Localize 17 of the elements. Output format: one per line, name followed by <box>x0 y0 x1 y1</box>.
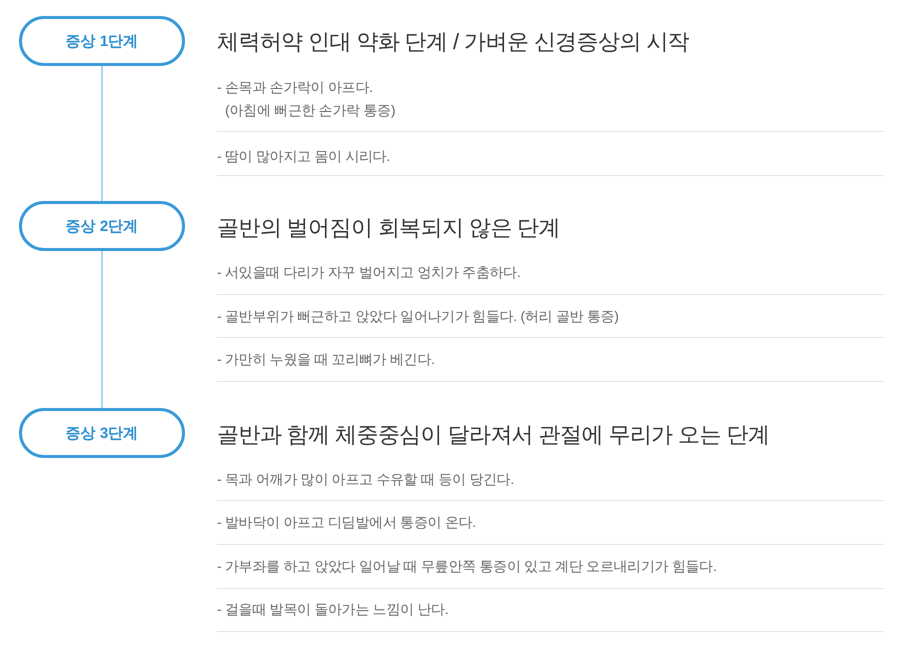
stage-pill: 증상 3단계 <box>19 408 185 458</box>
stage-heading: 체력허약 인대 약화 단계 / 가벼운 신경증상의 시작 <box>217 28 690 56</box>
stage-heading: 골반의 벌어짐이 회복되지 않은 단계 <box>217 214 560 242</box>
list-item: - 서있을때 다리가 자꾸 벌어지고 엉치가 주춤하다. <box>217 263 520 282</box>
list-item: - 가부좌를 하고 앉았다 일어날 때 무릎안쪽 통증이 있고 계단 오르내리기가 힘들다. <box>217 557 717 576</box>
list-item: - 걸을때 발목이 돌아가는 느낌이 난다. <box>217 600 448 619</box>
stage-pill: 증상 2단계 <box>19 201 185 251</box>
list-item: - 손목과 손가락이 아프다. (아침에 뻐근한 손가락 통증) <box>217 78 396 120</box>
list-item: - 목과 어깨가 많이 아프고 수유할 때 등이 당긴다. <box>217 470 514 489</box>
stage-heading: 골반과 함께 체중중심이 달라져서 관절에 무리가 오는 단계 <box>217 421 770 449</box>
connector-line <box>101 251 103 408</box>
stage-pill: 증상 1단계 <box>19 16 185 66</box>
list-item: - 땀이 많아지고 몸이 시리다. <box>217 147 390 166</box>
list-item: - 발바닥이 아프고 디딤발에서 통증이 온다. <box>217 513 476 532</box>
list-item: - 골반부위가 뻐근하고 앉았다 일어나기가 힘들다. (허리 골반 통증) <box>217 307 619 326</box>
connector-line <box>101 66 103 201</box>
list-item: - 가만히 누웠을 때 꼬리뼈가 베긴다. <box>217 350 435 369</box>
